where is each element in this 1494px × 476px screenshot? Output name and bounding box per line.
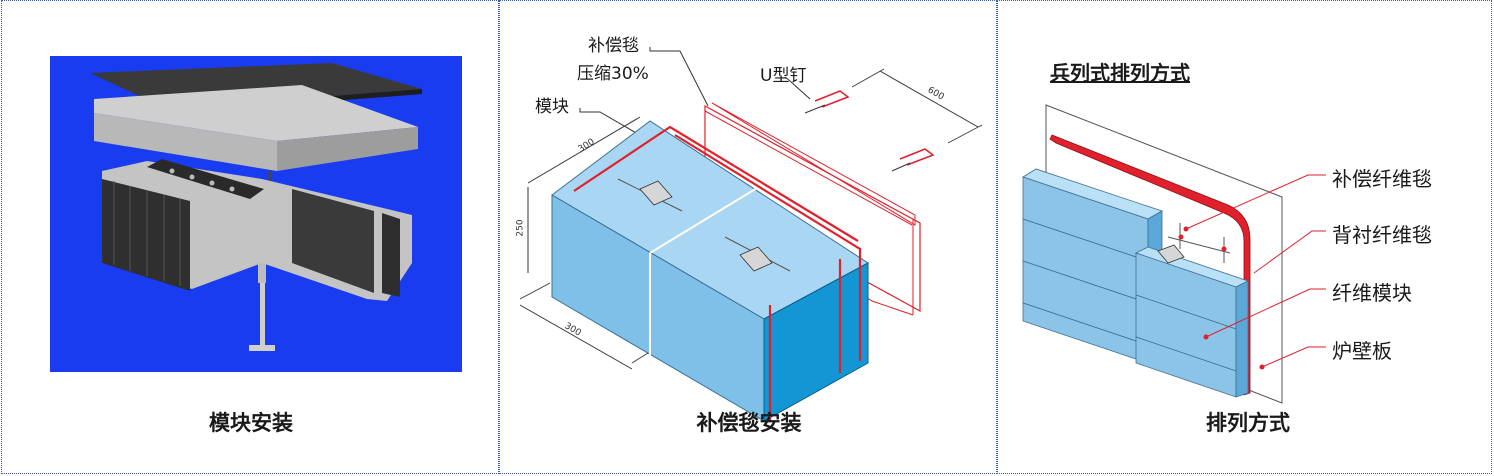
leader-back-blanket xyxy=(1253,230,1326,274)
backing-blanket-strip xyxy=(1049,134,1251,396)
label-blanket: 补偿毯 xyxy=(588,36,639,56)
grey-plate xyxy=(94,85,418,141)
arrangement-diagram xyxy=(1022,104,1326,404)
anchor-plate-2 xyxy=(739,246,773,272)
label-compress: 压缩30% xyxy=(577,64,649,84)
module-side-face xyxy=(763,262,869,422)
label-comp-blanket: 补偿纤维毯 xyxy=(1332,167,1432,191)
caption-blanket-install: 补偿毯安装 xyxy=(696,411,802,435)
dim-line-600 xyxy=(879,70,979,128)
label-u-nail: U型钉 xyxy=(760,66,807,86)
u-nail-top xyxy=(814,90,850,108)
panel-arrangement: 兵列式排列方式 补偿纤维毯 背衬纤维毯 纤维模块 炉壁板 排列方式 xyxy=(997,0,1492,474)
u-nail-bottom xyxy=(899,148,935,166)
caption-module-install: 模块安装 xyxy=(209,411,293,435)
leader-fiber-module xyxy=(1205,288,1326,338)
panel-module-install: 模块安装 xyxy=(1,0,499,474)
arrangement-anchor-plate xyxy=(1157,244,1185,264)
leader-comp-blanket xyxy=(1185,174,1326,230)
label-back-blanket: 背衬纤维毯 xyxy=(1332,223,1432,247)
bolt-rod xyxy=(260,283,265,347)
module-install-render xyxy=(50,56,462,372)
label-module: 模块 xyxy=(535,97,569,117)
anchor-rail xyxy=(147,159,264,199)
arrangement-title: 兵列式排列方式 xyxy=(1050,61,1190,85)
panel-blanket-install: 补偿毯 压缩30% 模块 U型钉 300 250 300 600 补偿毯安装 xyxy=(499,0,997,474)
caption-arrangement: 排列方式 xyxy=(1206,411,1290,435)
dim-250: 250 xyxy=(515,219,526,237)
label-fiber-module: 纤维模块 xyxy=(1332,281,1412,305)
red-strip-1 xyxy=(573,125,859,242)
red-strip-2 xyxy=(674,134,862,361)
leader-furnace-wall xyxy=(1261,346,1326,368)
anchor-plate-1 xyxy=(639,180,673,206)
label-furnace-wall: 炉壁板 xyxy=(1332,339,1392,363)
blanket-install-diagram xyxy=(519,47,983,422)
